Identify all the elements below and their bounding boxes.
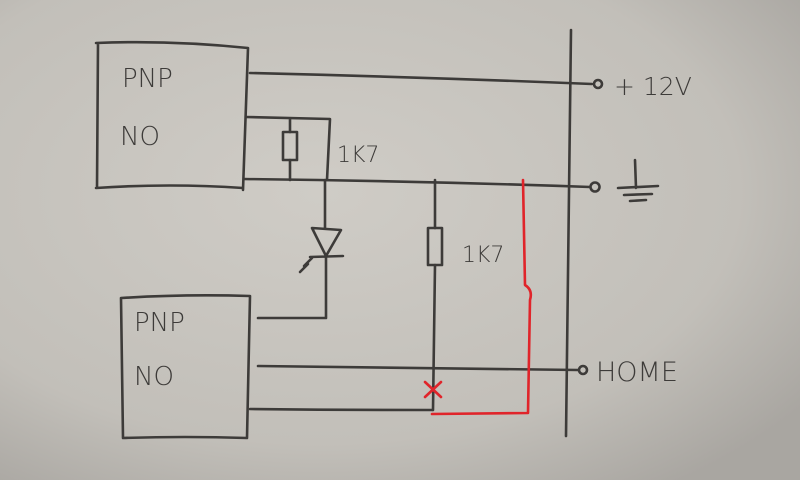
top-module-type: PNP [122, 64, 173, 94]
resistor-symbol-icon [426, 226, 444, 267]
ground-symbol-icon [616, 158, 660, 203]
red-correction [423, 178, 533, 416]
top-sensor-module: PNP NO [94, 40, 250, 192]
home-label: HOME [596, 357, 678, 388]
top-resistor: 1K7 [244, 115, 379, 182]
supply-line: + 12V [248, 71, 692, 101]
supply-terminal-icon [592, 78, 604, 90]
diode-branch [256, 178, 345, 320]
bottom-module-contact: NO [134, 362, 174, 392]
right-resistor: 1K7 [426, 178, 504, 412]
home-line: HOME [256, 357, 678, 388]
light-emission-icon [298, 256, 314, 274]
cut-mark-icon [423, 380, 443, 399]
right-resistor-label: 1K7 [462, 243, 504, 268]
ground-line [242, 158, 660, 203]
bottom-wire [248, 407, 434, 412]
top-resistor-label: 1K7 [337, 143, 379, 168]
supply-label: + 12V [614, 72, 692, 101]
terminal-strip-edge [564, 28, 573, 438]
top-module-contact: NO [120, 122, 160, 152]
bottom-sensor-module: PNP NO [119, 294, 252, 440]
home-terminal-icon [577, 364, 589, 376]
bottom-module-type: PNP [134, 308, 185, 338]
ground-terminal-icon [589, 181, 601, 193]
resistor-symbol-icon [281, 130, 299, 162]
